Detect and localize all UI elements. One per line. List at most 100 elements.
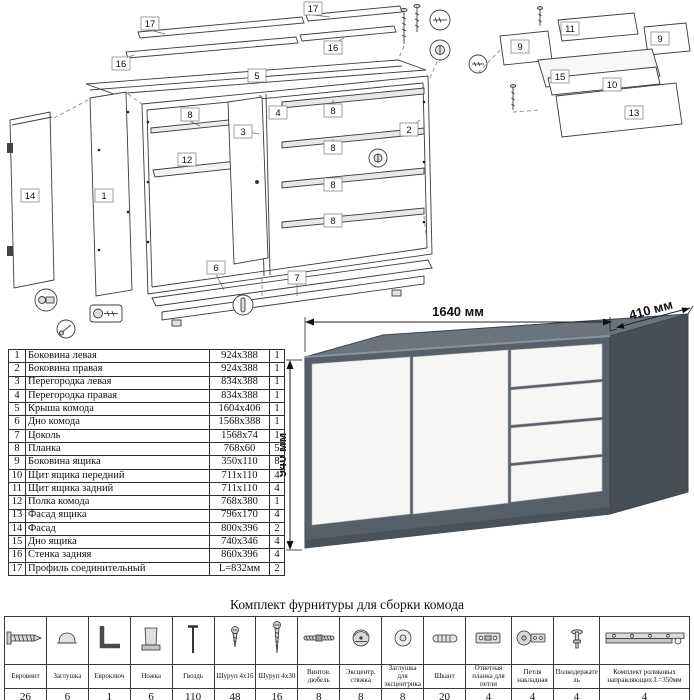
part-number-cell: 5 bbox=[8, 402, 26, 417]
svg-text:8: 8 bbox=[330, 216, 335, 227]
part-qty-cell: 1 bbox=[269, 388, 285, 404]
construction-lines bbox=[53, 45, 541, 296]
cam-lock-icon bbox=[352, 629, 370, 647]
part-number-cell: 10 bbox=[8, 468, 26, 483]
leg-icon bbox=[141, 627, 161, 651]
part-name-cell: Перегородка левая bbox=[25, 375, 210, 390]
fitting-marks bbox=[97, 100, 426, 252]
hardware-kit-title: Комплект фурнитуры для сборки комода bbox=[229, 597, 464, 612]
part-size-cell: 834x388 bbox=[209, 388, 270, 404]
hinge-icon bbox=[517, 630, 546, 646]
part-number-cell: 13 bbox=[8, 508, 26, 523]
height-dimension: 940 мм bbox=[280, 433, 289, 478]
part-label: 8 bbox=[323, 140, 343, 155]
part-name-cell: Боковина ящика bbox=[25, 455, 210, 470]
diagram-linework bbox=[7, 3, 691, 339]
part-size-cell: 711x110 bbox=[209, 481, 270, 497]
fastener-callout bbox=[429, 9, 451, 61]
drawer-slide-icon bbox=[605, 632, 684, 645]
part-qty-cell: 4 bbox=[269, 468, 285, 483]
part-name-cell: Крыша комода bbox=[25, 402, 210, 417]
part-qty-cell: 1 bbox=[269, 402, 285, 417]
svg-text:6: 6 bbox=[213, 263, 218, 274]
part-size-cell: 1568x388 bbox=[209, 415, 270, 430]
svg-text:1: 1 bbox=[101, 191, 106, 202]
parts-list-table: 1 Боковина левая 924x388 1 2 Боковина пр… bbox=[8, 348, 285, 577]
part-name-cell: Полка комода bbox=[25, 495, 210, 510]
hardware-item-name: Шуруп 4x16 bbox=[213, 663, 257, 690]
hardware-item-qty: 4 bbox=[510, 688, 555, 700]
hardware-item-qty: 1 bbox=[87, 688, 131, 700]
part-label: 4 bbox=[268, 105, 288, 120]
svg-text:10: 10 bbox=[607, 80, 618, 91]
part-name-cell: Цоколь bbox=[25, 428, 210, 444]
drawer-front-2 bbox=[510, 381, 603, 426]
part-label: 9 bbox=[510, 39, 530, 54]
part-qty-cell: 1 bbox=[269, 415, 285, 430]
part-label: 8 bbox=[323, 103, 343, 118]
confirmat-screw-icon bbox=[7, 631, 43, 645]
part-name-cell: Щит ящика задний bbox=[25, 481, 210, 497]
exploded-assembly-diagram: 17 16 17 16 5 8 3 4 12 1 14 8 8 8 8 2 6 … bbox=[7, 1, 691, 339]
cam-cap-icon bbox=[394, 629, 412, 647]
part-size-cell: 834x388 bbox=[209, 375, 270, 390]
table-row: 6 Дно комода 1568x388 1 bbox=[8, 415, 285, 430]
svg-text:7: 7 bbox=[294, 273, 299, 284]
part-number-cell: 11 bbox=[8, 481, 26, 497]
table-row: 14 Фасад 800x396 2 bbox=[8, 521, 285, 537]
hardware-item-qty: 8 bbox=[339, 688, 383, 700]
assembled-dresser-render: 1640 мм 940 мм 410 мм bbox=[280, 300, 694, 551]
part-qty-cell: 2 bbox=[269, 561, 285, 577]
svg-text:13: 13 bbox=[629, 108, 640, 119]
part-size-cell: 1568x74 bbox=[209, 428, 270, 444]
hinge-plate-icon bbox=[476, 632, 501, 644]
hardware-icon-cell bbox=[423, 616, 466, 665]
table-row: 1 Боковина левая 924x388 1 bbox=[8, 348, 285, 364]
table-row: 7 Цоколь 1568x74 1 bbox=[8, 428, 285, 444]
svg-text:17: 17 bbox=[145, 19, 156, 30]
fastener-callout bbox=[34, 148, 388, 339]
screw-4x30-icon bbox=[272, 621, 281, 654]
part-qty-cell: 1 bbox=[269, 495, 285, 510]
hardware-item-name: Шкант bbox=[423, 663, 466, 690]
part-qty-cell: 1 bbox=[269, 362, 285, 377]
part-size-cell: 924x388 bbox=[209, 362, 270, 377]
part-number-cell: 17 bbox=[8, 561, 26, 577]
part-label: 2 bbox=[399, 122, 419, 137]
svg-text:9: 9 bbox=[657, 34, 662, 45]
hardware-icon-cell bbox=[464, 616, 512, 665]
table-row: 4 Перегородка правая 834x388 1 bbox=[8, 388, 285, 404]
drawer-front-1 bbox=[510, 343, 603, 388]
part-size-cell: L=832мм bbox=[209, 561, 270, 577]
part-number-cell: 3 bbox=[8, 375, 26, 390]
screw-4x16-icon bbox=[231, 626, 239, 648]
part-qty-cell: 4 bbox=[269, 481, 285, 497]
svg-text:8: 8 bbox=[330, 143, 335, 154]
hardware-item-qty: 48 bbox=[213, 688, 257, 700]
part-name-cell: Стенка задняя bbox=[25, 548, 210, 563]
part-size-cell: 711x110 bbox=[209, 468, 270, 483]
hardware-icon-cell bbox=[171, 616, 215, 665]
part-label: 8 bbox=[323, 213, 343, 228]
table-row: 5 Крыша комода 1604x406 1 bbox=[8, 402, 285, 417]
part-qty-cell: 1 bbox=[269, 428, 285, 444]
hardware-icon-cell bbox=[381, 616, 425, 665]
hardware-item-qty: 20 bbox=[423, 688, 466, 700]
table-row: 8 Планка 768x60 5 bbox=[8, 442, 285, 457]
hardware-item-qty: 8 bbox=[297, 688, 341, 700]
table-row: 16 Стенка задняя 860x396 4 bbox=[8, 548, 285, 563]
hardware-item-name: Петля накладная bbox=[510, 663, 555, 690]
hardware-item-qty: 8 bbox=[381, 688, 425, 700]
shelf-pin-icon bbox=[570, 629, 583, 649]
part-label: 3 bbox=[233, 124, 253, 139]
svg-text:12: 12 bbox=[182, 155, 193, 166]
hardware-icons-row bbox=[4, 616, 690, 665]
drawer-front-3 bbox=[510, 419, 603, 464]
part-label: 8 bbox=[323, 177, 343, 192]
hardware-icon-cell bbox=[297, 616, 341, 665]
part-label: 9 bbox=[650, 31, 670, 46]
hardware-item-qty: 26 bbox=[4, 688, 47, 700]
table-row: 12 Полка комода 768x380 1 bbox=[8, 495, 285, 510]
part-size-cell: 768x60 bbox=[209, 442, 270, 457]
